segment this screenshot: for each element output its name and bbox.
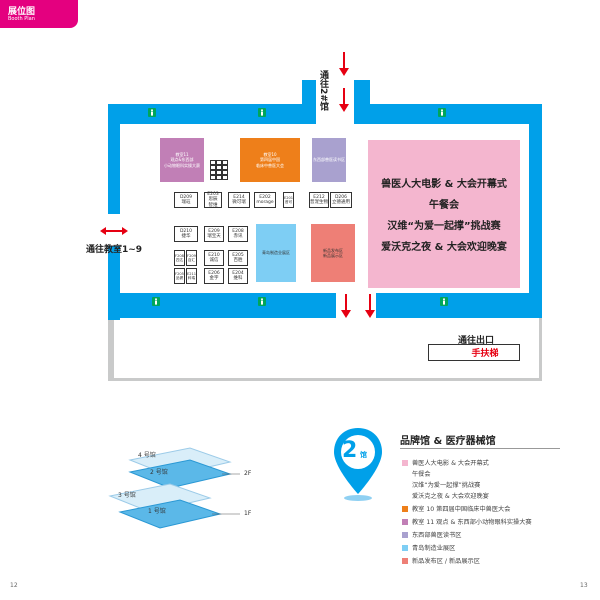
legend-item: 汉维“为爱一起撑”挑战赛: [412, 482, 481, 489]
to-hall2-label: 通往2#馆: [318, 70, 328, 111]
hall-suffix: 馆: [360, 451, 367, 459]
legend-swatch: [402, 531, 408, 538]
hall-marker-pin-icon: [334, 428, 382, 501]
legend-item: 午餐会: [412, 471, 431, 478]
section-title: 展位图: [8, 7, 36, 17]
double-arrow-icon: [100, 227, 128, 235]
exit-label: 通往出口: [458, 336, 495, 346]
event-line-4: 爱沃克之夜 & 大会欢迎晚宴: [381, 242, 507, 253]
floor-label: 3 号馆: [118, 492, 136, 499]
legend-item: 东西部兽医读书区: [402, 530, 462, 539]
legend-item: 新品发布区 / 新品展示区: [402, 556, 480, 565]
legend-item: 教室 11 观点 & 东西部小动物眼科实操大赛: [402, 517, 532, 526]
restroom-icon: [152, 297, 160, 306]
legend-swatch: [402, 557, 408, 564]
building-floors-diagram: [108, 447, 240, 529]
section-header-tab: 展位图 Booth Plan: [0, 0, 78, 28]
escalator-label: 手扶梯: [471, 349, 499, 359]
restroom-icon: [440, 297, 448, 306]
legend-title: 品牌馆 & 医疗器械馆: [400, 436, 496, 447]
legend-item: 青岛制造业展区: [402, 543, 455, 552]
classroom-10: 教室10 第四届中国 临床中兽医大会: [240, 138, 300, 182]
escalator-box: 手扶梯: [428, 344, 520, 361]
legend-item: 教室 10 第四届中国临床中兽医大会: [402, 504, 510, 513]
event-line-1: 兽医人大电影 & 大会开幕式: [381, 179, 507, 190]
main-event-area: 兽医人大电影 & 大会开幕式 午餐会 汉维“为爱一起撑”挑战赛 爱沃克之夜 & …: [368, 140, 520, 288]
new-product-area: 新品发布区 新品展示区: [311, 224, 355, 282]
restroom-icon: [258, 297, 266, 306]
classroom-11: 教室11 观点&东西部 小动物眼科实操大赛: [160, 138, 204, 182]
restroom-icon: [438, 108, 446, 117]
legend-divider: [400, 448, 560, 449]
legend-swatch: [402, 459, 408, 466]
to-classroom-label: 通往教室1~9: [86, 245, 143, 255]
floor-tag: 2F: [244, 470, 252, 477]
qingdao-area: 青岛制造业展区: [256, 224, 296, 282]
legend-swatch: [402, 505, 408, 512]
legend-swatch: [402, 544, 408, 551]
arrow-down-icon: [341, 294, 375, 318]
corridor-left-wall: [108, 308, 114, 381]
legend-swatch: [402, 518, 408, 525]
page-number-left: 12: [10, 582, 18, 589]
section-subtitle: Booth Plan: [8, 16, 35, 22]
floor-tag: 1F: [244, 510, 252, 517]
hall-number: 2: [342, 438, 358, 463]
legend-item: 兽医人大电影 & 大会开幕式: [402, 458, 489, 467]
legend-item: 爱沃克之夜 & 大会欢迎晚宴: [412, 493, 489, 500]
floor-label: 2 号馆: [150, 469, 168, 476]
restroom-icon: [258, 108, 266, 117]
floor-label: 4 号馆: [138, 452, 156, 459]
reading-area: 东西部兽医读书区: [312, 138, 346, 182]
arrow-down-icon: [339, 52, 349, 112]
corridor-zone: [108, 318, 542, 381]
event-line-2: 午餐会: [429, 200, 459, 211]
restroom-icon: [148, 108, 156, 117]
page-number-right: 13: [580, 582, 588, 589]
floor-label: 1 号馆: [148, 508, 166, 515]
event-line-3: 汉维“为爱一起撑”挑战赛: [387, 221, 501, 232]
